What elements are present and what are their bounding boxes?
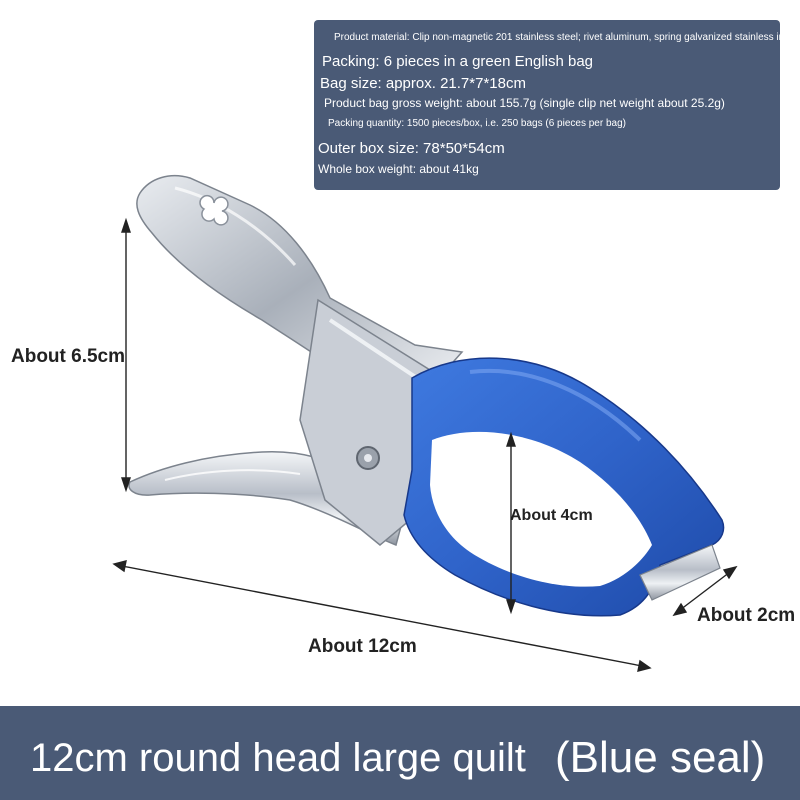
- dimension-lines: [112, 217, 738, 672]
- spec-packing-quantity: Packing quantity: 1500 pieces/box, i.e. …: [328, 118, 626, 129]
- footer-banner: 12cm round head large quilt (Blue seal): [0, 706, 800, 800]
- width-dimension-line: [679, 571, 731, 611]
- length-dimension-line: [121, 565, 643, 667]
- length-dimension-label: About 12cm: [308, 636, 417, 657]
- spec-panel: Product material: Clip non-magnetic 201 …: [314, 20, 793, 190]
- height-dimension-label: About 6.5cm: [11, 346, 126, 367]
- spec-bag-weight: Product bag gross weight: about 155.7g (…: [324, 96, 725, 110]
- spec-packing: Packing: 6 pieces in a green English bag: [322, 53, 594, 70]
- width-dimension-label: About 2cm: [697, 605, 796, 626]
- spec-bag-size: Bag size: approx. 21.7*7*18cm: [320, 75, 526, 92]
- opening-dimension-label: About 4cm: [510, 507, 593, 524]
- spec-material: Product material: Clip non-magnetic 201 …: [334, 32, 794, 43]
- blue-seal-jaw: [403, 357, 725, 617]
- spec-outer-box: Outer box size: 78*50*54cm: [318, 140, 505, 157]
- flower-hole-icon: [199, 194, 229, 226]
- footer-title: 12cm round head large quilt: [30, 736, 526, 780]
- footer-variant: (Blue seal): [555, 733, 766, 782]
- product-illustration: [112, 174, 738, 672]
- spec-box-weight: Whole box weight: about 41kg: [318, 162, 479, 176]
